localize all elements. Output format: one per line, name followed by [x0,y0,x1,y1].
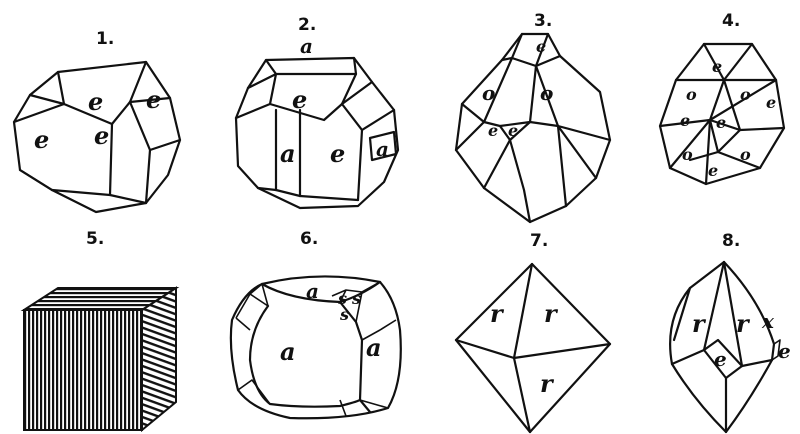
figure-2-face-label: a [376,137,389,161]
figure-1-face-label: e [88,87,103,116]
figure-8-face-label: x [761,309,775,333]
figure-6-number: 6. [300,229,318,249]
figure-3-drawing [456,34,610,222]
figure-8-face-label: r [736,309,751,338]
figure-6-face-label: a [306,279,319,303]
figure-2-face-label: a [280,139,296,168]
figure-2: 2. a e a e a [236,15,398,208]
figure-1-face-label: e [34,125,49,154]
figure-3: 3. e o o e e [456,11,610,222]
figure-7-number: 7. [530,231,548,251]
figure-6: 6. a s s s a a [231,229,401,418]
figure-5-number: 5. [86,229,104,249]
figure-4-face-label: o [686,85,697,104]
figure-6-face-label: a [280,337,296,366]
figure-3-face-label: e [488,121,498,140]
figure-8-face-label: e [714,347,727,371]
figure-7: 7. r r r [456,231,610,432]
figure-8-number: 8. [722,231,740,251]
figure-7-drawing [456,264,610,432]
figure-3-face-label: e [508,121,518,140]
figure-8-face-label: e [778,339,791,363]
figure-3-face-label: e [536,37,546,56]
figure-3-face-label: o [540,81,553,105]
figure-4-face-label: e [766,93,776,112]
figure-4-face-label: o [682,145,693,164]
figure-3-number: 3. [534,11,552,31]
figure-3-face-label: o [482,81,495,105]
figure-8: 8. r r x e e [670,231,791,432]
figure-2-face-label: e [330,139,345,168]
figure-4: 4. e o o e e e o o e [660,11,784,184]
figure-2-face-label: a [300,34,313,58]
figure-2-number: 2. [298,15,316,35]
figure-4-number: 4. [722,11,740,31]
figure-4-face-label: o [740,85,751,104]
figure-6-face-label: s [351,289,361,308]
figure-1-number: 1. [96,29,114,49]
figure-1-face-label: e [94,121,109,150]
figure-5: 5. [24,229,176,430]
figure-4-face-label: e [716,113,726,132]
figure-1: 1. e e e e [14,29,180,212]
figure-4-face-label: e [680,111,690,130]
figure-6-face-label: s [339,305,349,324]
figure-7-face-label: r [540,369,555,398]
figure-2-face-label: e [292,85,307,114]
figure-1-face-label: e [146,85,161,114]
figure-8-face-label: r [692,309,707,338]
figure-4-face-label: e [712,57,722,76]
figure-6-face-label: a [366,333,382,362]
figure-5-drawing [24,288,176,430]
figure-7-face-label: r [490,299,505,328]
figure-4-face-label: e [708,161,718,180]
figure-7-face-label: r [544,299,559,328]
figure-4-face-label: o [740,145,751,164]
figure-2-drawing [236,58,398,208]
